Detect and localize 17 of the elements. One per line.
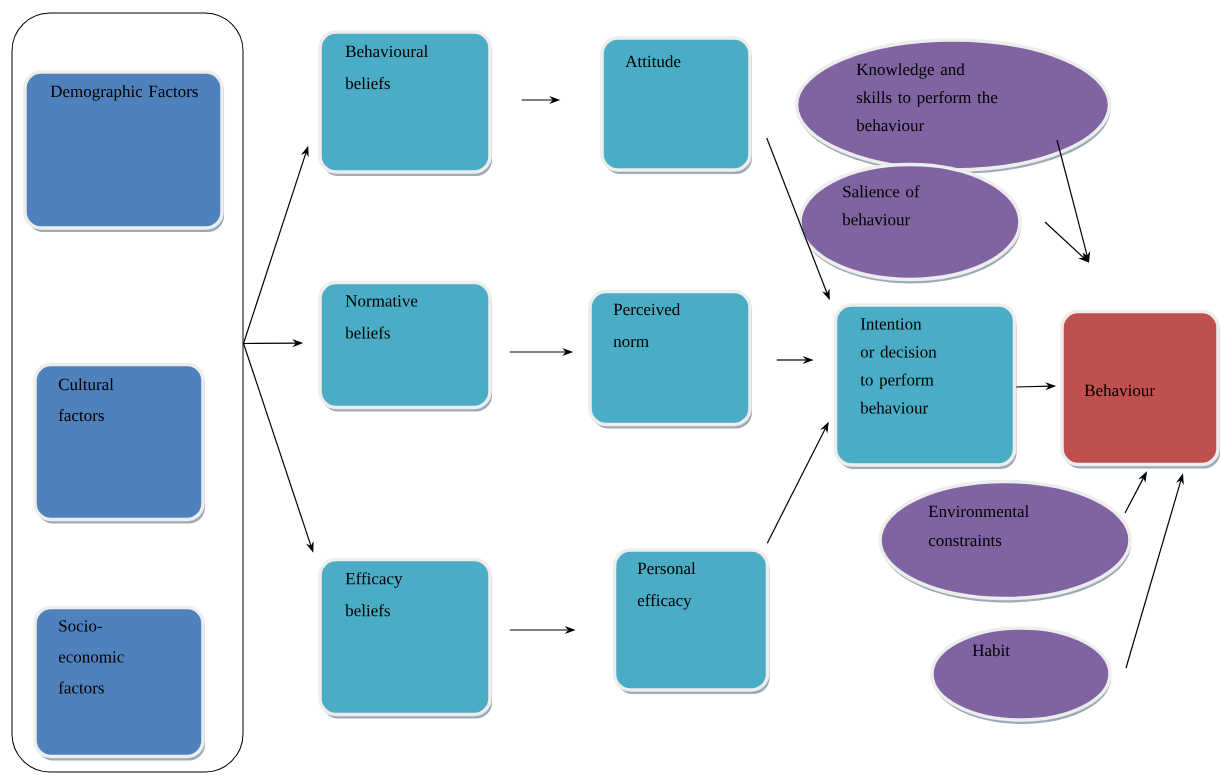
rounded-box: Efficacy beliefs — [318, 557, 492, 719]
rounded-box: Personal efficacy — [612, 548, 770, 694]
rounded-frame — [11, 12, 244, 773]
rounded-box: Behaviour — [1060, 309, 1220, 469]
oval: Habit — [930, 626, 1112, 724]
rounded-box: Perceived norm — [588, 289, 752, 429]
rounded-box: Cultural factors — [33, 362, 205, 524]
rounded-box: Intention or decision to perform behaviour — [833, 303, 1017, 469]
rounded-box: Demographic Factors — [23, 70, 224, 232]
arrow — [1044, 221, 1089, 263]
oval: Knowledge and skills to perform the behaviour — [794, 38, 1112, 174]
rounded-box: Normative beliefs — [318, 280, 492, 412]
oval: Salience of behaviour — [798, 162, 1022, 284]
oval: Environmental constraints — [878, 479, 1132, 603]
rounded-box: Socio-economic factors — [33, 605, 205, 761]
rounded-box: Attitude — [600, 36, 752, 174]
rounded-box: Behavioural beliefs — [318, 30, 492, 176]
